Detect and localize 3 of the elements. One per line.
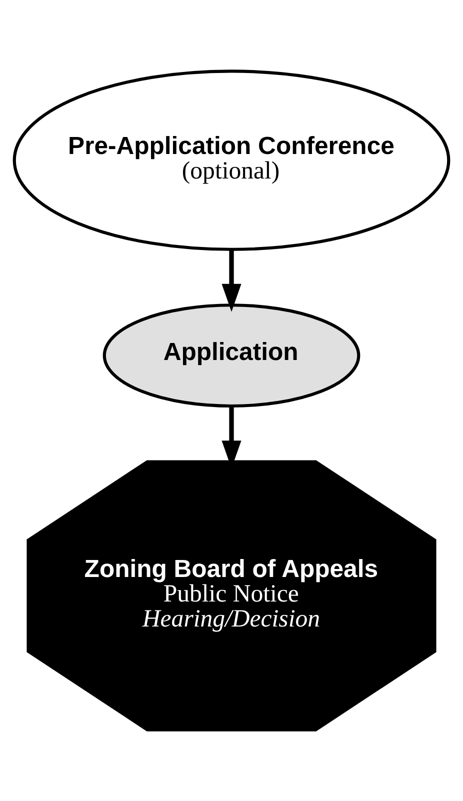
arrow xyxy=(222,250,242,312)
node-ellipse: Application xyxy=(102,304,360,408)
node-ellipse: Pre-Application Conference (optional) xyxy=(12,70,450,251)
